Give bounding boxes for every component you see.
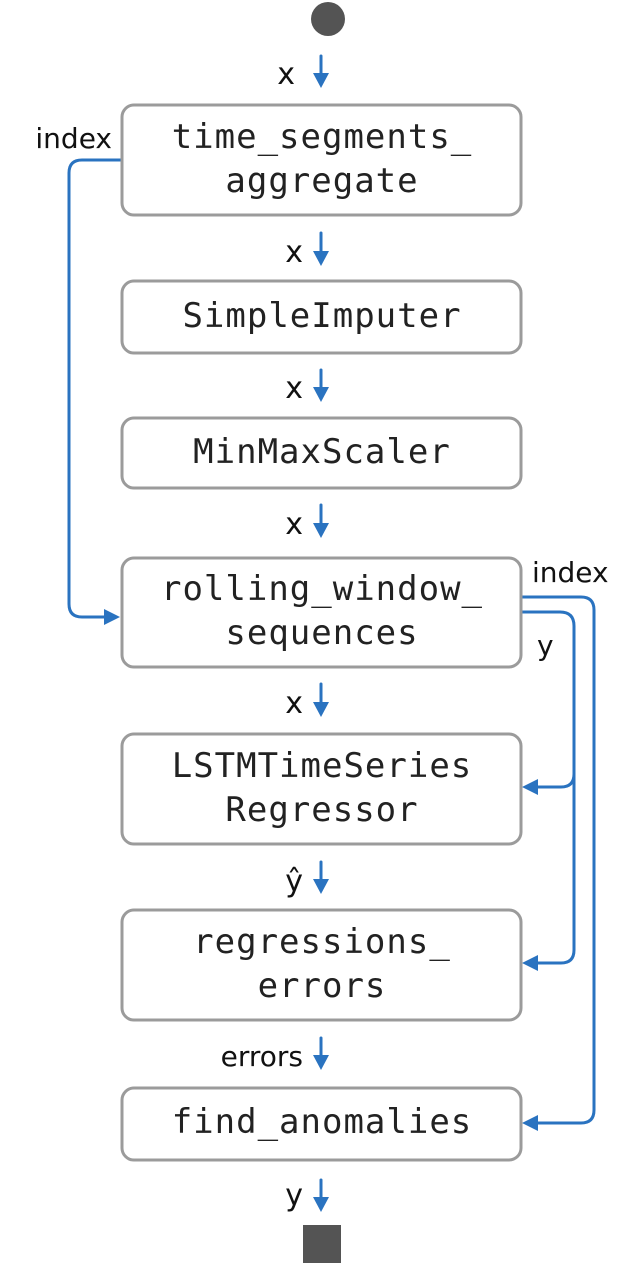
arrow-find-to-end: y [285, 1178, 329, 1213]
node-rolling-window-sequences: rolling_window_ sequences [120, 556, 523, 669]
node-lstm-time-series-regressor: LSTMTimeSeries Regressor [120, 732, 523, 846]
edge-label-errors: errors [221, 1040, 303, 1073]
node-label: MinMaxScaler [193, 432, 451, 472]
node-simple-imputer: SimpleImputer [120, 279, 523, 355]
arrow-lstm-to-errors: ŷ [285, 860, 329, 899]
connector-rws-index: index [520, 556, 609, 1131]
edge-label-y-right: y [537, 629, 554, 662]
node-find-anomalies: find_anomalies [120, 1086, 523, 1162]
arrow-errors-to-find: errors [221, 1036, 329, 1073]
node-label: errors [258, 966, 387, 1006]
edge-label-x: x [285, 235, 303, 270]
end-node [303, 1225, 341, 1263]
node-label: aggregate [225, 161, 418, 201]
node-label: Regressor [225, 790, 418, 830]
node-label: LSTMTimeSeries [172, 746, 473, 786]
arrow-scaler-to-rws: x [285, 503, 329, 542]
node-label: rolling_window_ [161, 569, 483, 609]
edge-label-x: x [285, 686, 303, 721]
edge-label-index-left: index [35, 122, 112, 155]
edge-label-y: y [285, 1178, 303, 1213]
arrow-rws-to-lstm: x [285, 682, 329, 721]
edge-label-x: x [285, 507, 303, 542]
node-min-max-scaler: MinMaxScaler [120, 416, 523, 490]
node-regression-errors: regressions_ errors [120, 908, 523, 1022]
arrow-tsa-to-imputer: x [285, 231, 329, 270]
edge-label-index-right: index [532, 556, 609, 589]
arrow-imputer-to-scaler: x [285, 368, 329, 406]
node-label: time_segments_ [172, 117, 473, 157]
edge-label-x: x [285, 371, 303, 406]
arrow-start-to-tsa: x [277, 54, 329, 92]
node-label: find_anomalies [172, 1102, 473, 1142]
node-label: SimpleImputer [182, 296, 461, 336]
start-node [311, 2, 345, 36]
edge-label-yhat: ŷ [285, 864, 303, 899]
node-label: regressions_ [193, 922, 451, 962]
node-time-segments-aggregate: time_segments_ aggregate [120, 103, 523, 217]
connector-rws-y: y [520, 610, 576, 971]
edge-label-x: x [277, 57, 295, 92]
connector-tsa-index: index [35, 122, 124, 625]
node-label: sequences [225, 613, 418, 653]
